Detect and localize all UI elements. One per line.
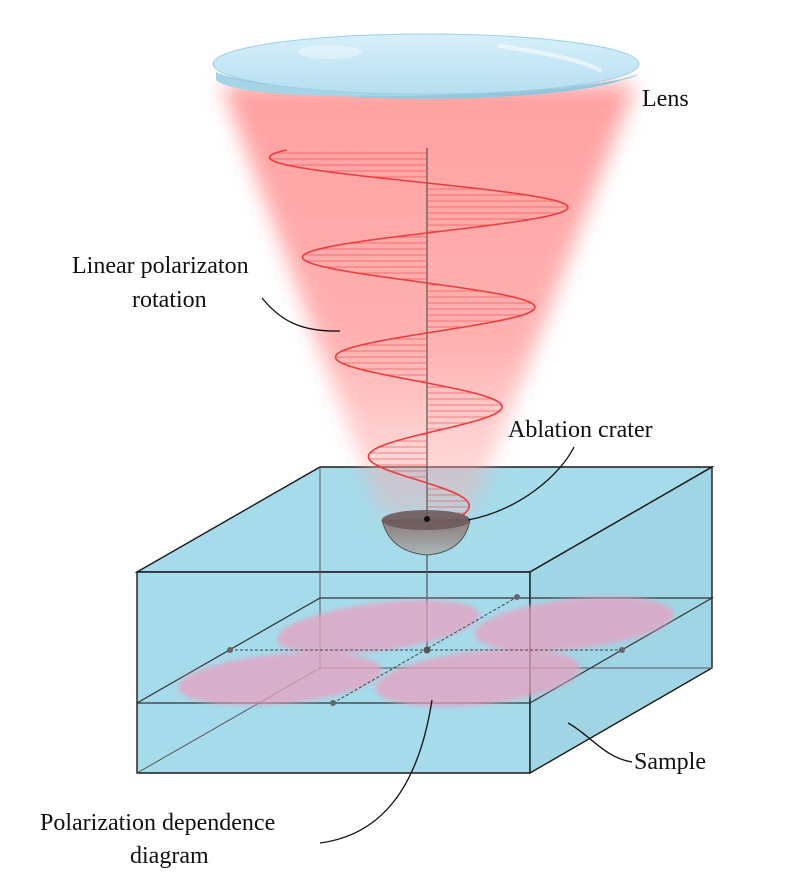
leader-lines	[261, 297, 633, 844]
leader-sample	[567, 722, 633, 763]
lobe-back-left	[276, 600, 480, 654]
lobe-back-right	[474, 597, 674, 651]
polarization-lobes	[178, 597, 674, 707]
lens-label: Lens	[642, 86, 689, 112]
polarization-label-line1: Polarization dependence	[40, 810, 275, 836]
lens	[212, 33, 640, 99]
wave-curve	[268, 149, 569, 521]
sample-label: Sample	[634, 749, 706, 775]
linear-rotation-label-line2: rotation	[132, 287, 207, 313]
polarization-wave	[268, 149, 569, 521]
leader-linear-rotation	[261, 297, 341, 332]
lobe-plane-axes	[227, 594, 625, 706]
leader-polarization	[319, 699, 433, 844]
linear-rotation-label-line1: Linear polarizaton	[72, 253, 249, 279]
lobe-front-left	[178, 652, 382, 706]
leader-ablation-crater	[467, 446, 575, 521]
laser-beam	[222, 85, 635, 515]
ablation-crater	[381, 510, 471, 556]
polarization-label-line2: diagram	[130, 843, 209, 869]
lobe-front-right	[375, 649, 581, 707]
ablation-crater-label: Ablation crater	[508, 417, 653, 443]
